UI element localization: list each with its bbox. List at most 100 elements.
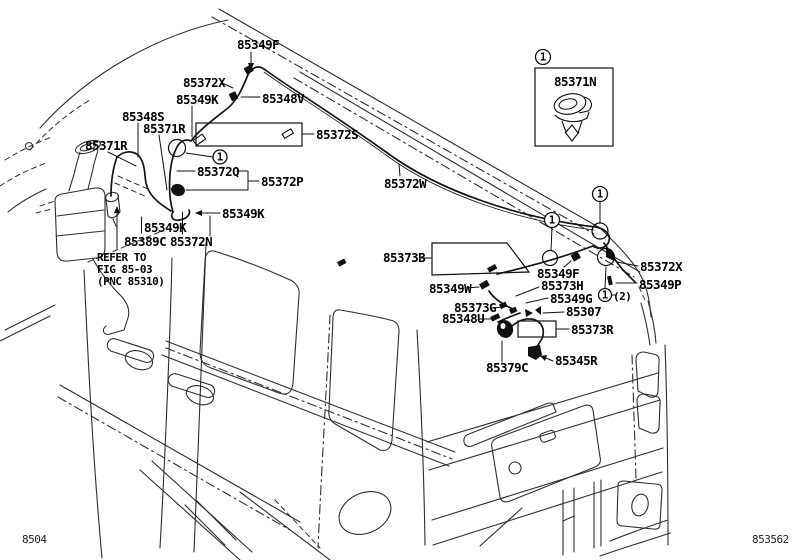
part-label-85349K-low: 85349K (144, 220, 187, 235)
callout-circle-3 (212, 149, 228, 165)
clip-glyph-85372S (281, 128, 295, 139)
pump-top (105, 191, 119, 203)
slide-door-window (199, 250, 300, 395)
grommet-front (171, 183, 185, 197)
cowl-dash-2 (0, 162, 47, 187)
line-art-segment (578, 96, 593, 114)
hose-roof-run-85372W (263, 68, 597, 228)
callout-circle-1 (591, 185, 609, 203)
bottom-detail-2 (274, 499, 321, 549)
lock-cylinder (508, 461, 522, 475)
part-label-85373G: 85373G (454, 300, 496, 315)
hose-85371R-squiggle (116, 151, 172, 212)
lamp-lens (631, 493, 649, 517)
roof-rail-inner-trim (293, 77, 635, 278)
line-art-segment (553, 93, 587, 115)
front-door-edge (83, 269, 103, 559)
leader-85373H (515, 286, 540, 297)
callout-number-2: 1 (549, 215, 555, 227)
slide-door-handle (167, 373, 216, 406)
leader-85372X-top (221, 82, 234, 89)
part-label-85349F-top: 85349F (237, 37, 279, 52)
rocker-step-1 (139, 469, 241, 560)
part-label-85307: 85307 (566, 304, 601, 319)
callout-circle-2 (543, 211, 561, 229)
rocker-line-2 (57, 396, 291, 531)
leader-85307 (542, 311, 565, 314)
clamp-85373G-b (509, 306, 518, 315)
rocker-step-3 (239, 491, 331, 560)
hose-roof-run-outline (263, 71, 595, 231)
rear-pillar-seam-a (640, 302, 651, 346)
tailgate-top-edge (426, 372, 659, 443)
roof-rail-outer (218, 8, 601, 229)
part-label-85349K-mid: 85349K (222, 206, 265, 221)
leader-bars-lower (141, 211, 211, 237)
part-label-85348V: 85348V (262, 91, 305, 106)
clip-85371N-icon (553, 93, 593, 142)
part-label-note-2: FIG 85-03 (97, 263, 152, 276)
rear-arch-oval (338, 491, 392, 535)
stem-callout-grommet (604, 266, 607, 289)
part-label-85372P: 85372P (261, 174, 303, 189)
line-art-segment (167, 373, 216, 399)
license-lamp (539, 429, 556, 443)
bracket-dash (35, 200, 56, 214)
arrow-85345R (540, 355, 547, 361)
bumper-corner-step (562, 487, 575, 556)
leader-85345R (545, 357, 554, 362)
pillar-trim-upper (635, 351, 660, 398)
leader-85372X-rear (616, 261, 639, 267)
part-label-qty-2: (2) (613, 290, 631, 303)
lamp-housing (616, 480, 663, 530)
part-label-note-1: REFER TO (97, 251, 147, 264)
grommet-85379C-highlight (500, 323, 506, 329)
rocker-line-1 (59, 384, 301, 523)
line-art-segment (558, 98, 578, 110)
line-art-segment (561, 120, 583, 135)
clip-circle-tailgate (541, 249, 559, 267)
part-label-85349W: 85349W (429, 281, 472, 296)
a-pillar-dash (29, 99, 91, 151)
hose-joint-85373H (488, 290, 514, 310)
stem-callout-front (185, 152, 214, 158)
part-label-85349P: 85349P (639, 277, 681, 292)
leader-85371R-b (107, 151, 137, 167)
van-right-edge (664, 344, 669, 546)
hose-curl-85373R (510, 318, 545, 351)
leader-85372W (398, 163, 401, 177)
part-label-85373H: 85373H (541, 278, 583, 293)
front-door-handle (106, 338, 155, 371)
leader-85349W (465, 286, 480, 289)
stem-callout-tailgate (550, 227, 553, 251)
clip-glyph-85348V (228, 91, 239, 102)
grommet-85372X-shade (606, 248, 615, 261)
washer-hoses (110, 66, 646, 351)
hose-reservoir-link (110, 156, 118, 197)
van-line-art (0, 8, 671, 560)
hose-pillar-dash (638, 286, 646, 301)
leader-85349G (525, 297, 549, 304)
reservoir-jar (54, 187, 106, 262)
tailgate-garnish-strip (463, 402, 557, 448)
bumper-corner-step-2 (593, 479, 602, 549)
leader-85371R-a (158, 134, 168, 191)
part-label-85379C: 85379C (486, 360, 528, 375)
license-recess (491, 404, 601, 503)
tailgate-crease-3 (432, 471, 663, 546)
part-label-85389C: 85389C (124, 234, 166, 249)
part-label-85372Q: 85372Q (197, 164, 239, 179)
hose-front-section (168, 66, 265, 213)
pump-nipple (112, 218, 117, 227)
belt-molding-2 (165, 347, 453, 460)
hose-tailgate-run (496, 245, 594, 275)
bumper-top (609, 519, 669, 542)
reservoir-neck (75, 149, 99, 167)
line-art-segment (124, 350, 154, 371)
part-label-85373R: 85373R (571, 322, 614, 337)
bracket-85372QP (176, 170, 260, 191)
pin-85349P (607, 275, 613, 286)
